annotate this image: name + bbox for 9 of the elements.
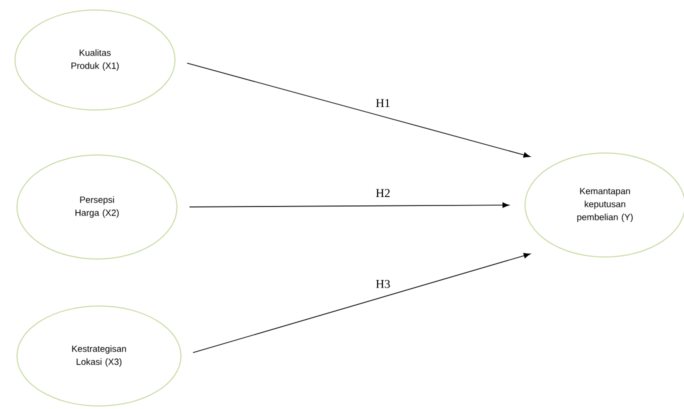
ellipse-node: Kestrategisan Lokasi (X3) <box>16 306 182 406</box>
edge-label: H3 <box>376 280 390 288</box>
arrow <box>189 202 510 208</box>
edge-label: H2 <box>376 189 390 197</box>
ellipse-node: Persepsi Harga (X2) <box>16 154 178 260</box>
edge-label: H1 <box>376 99 390 107</box>
arrow <box>186 62 530 158</box>
arrow <box>192 253 530 354</box>
ellipse-node: Kualitas Produk (X1) <box>14 10 176 110</box>
